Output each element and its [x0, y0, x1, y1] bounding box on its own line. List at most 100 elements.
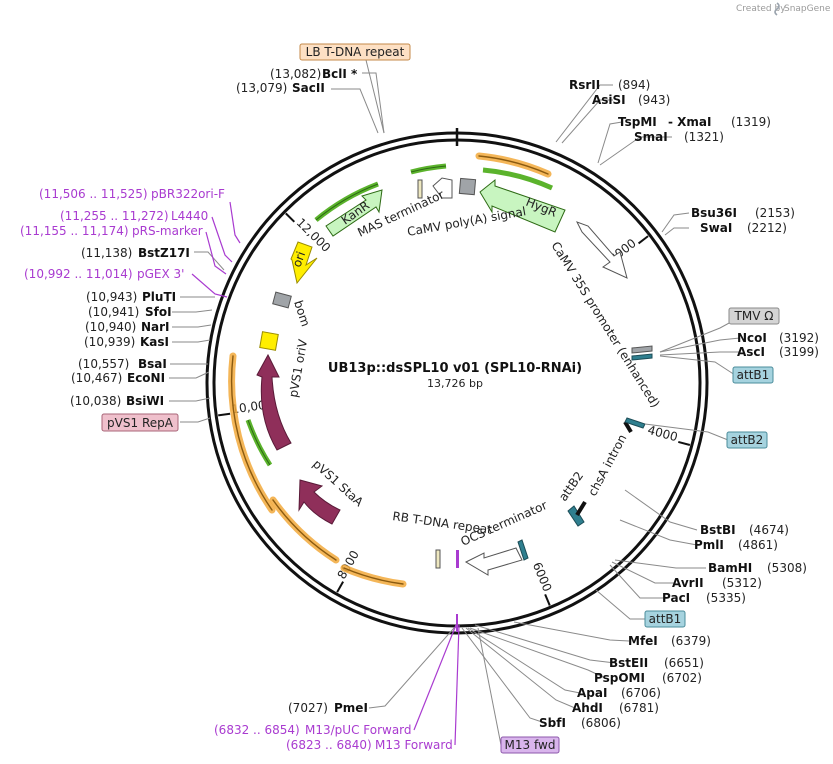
tick-mark — [678, 440, 691, 446]
enzyme-label[interactable]: (13,082)BclI * — [270, 67, 358, 81]
svg-text:(10,941): (10,941) — [88, 305, 139, 319]
pvs1-repa-box[interactable]: pVS1 RepA — [101, 413, 179, 432]
svg-text:Bsu36I: Bsu36I — [691, 206, 737, 220]
enzyme-label[interactable]: AscI(3199) — [737, 345, 819, 359]
svg-text:(3199): (3199) — [779, 345, 819, 359]
enzyme-label[interactable]: (10,941) SfoI — [88, 305, 172, 319]
primer-label[interactable]: (6823 .. 6840)M13 Forward — [286, 738, 453, 752]
enzyme-label[interactable]: (10,939)KasI — [84, 335, 169, 349]
feature-ocs-terminator-arrow[interactable] — [464, 547, 523, 576]
feature-attb1-top-mark[interactable] — [631, 345, 653, 361]
svg-text:attB2: attB2 — [731, 433, 764, 447]
svg-text:M13/pUC Forward: M13/pUC Forward — [305, 723, 412, 737]
enzyme-label[interactable]: (10,943) PluTI — [86, 290, 176, 304]
svg-text:(10,467): (10,467) — [71, 371, 122, 385]
tick-mark — [285, 212, 296, 223]
enzyme-label[interactable]: BamHI(5308) — [708, 561, 807, 575]
feature-rb-tdna-block[interactable] — [435, 549, 441, 569]
feature-chsa-marks[interactable] — [567, 417, 646, 527]
enzyme-label[interactable]: (13,079)SacII — [236, 81, 325, 95]
svg-text:pGEX 3': pGEX 3' — [137, 267, 184, 281]
attb2-box[interactable]: attB2 — [726, 431, 768, 449]
enzyme-label[interactable]: AhdI(6781) — [572, 701, 659, 715]
tick-mark — [544, 593, 551, 606]
feature-camv35s-arrow[interactable] — [575, 221, 628, 279]
svg-text:PmlI: PmlI — [694, 538, 724, 552]
feature-pvs1-repa-arrow[interactable] — [256, 353, 292, 451]
enzyme-label[interactable]: SbfI(6806) — [539, 716, 621, 730]
svg-text:PluTI: PluTI — [142, 290, 176, 304]
feature-orange-arcs[interactable] — [228, 152, 552, 588]
svg-text:TMV Ω: TMV Ω — [734, 309, 774, 323]
svg-text:(10,038): (10,038) — [70, 394, 121, 408]
svg-text:TspMI: TspMI — [618, 115, 657, 129]
primer-label[interactable]: (10,992 .. 11,014)pGEX 3' — [24, 267, 184, 281]
svg-text:EcoNI: EcoNI — [127, 371, 165, 385]
primer-label[interactable]: (11,155 .. 11,174)pRS-marker — [20, 224, 203, 238]
tick-label: 6000 — [530, 560, 555, 594]
enzyme-label[interactable]: AsiSI(943) — [592, 93, 670, 107]
enzyme-label[interactable]: (10,038)BsiWI — [70, 394, 164, 408]
primer-label[interactable]: (11,506 .. 11,525)pBR322ori-F — [39, 187, 225, 201]
enzyme-label[interactable]: TspMI — [618, 115, 657, 129]
svg-text:(1319): (1319) — [731, 115, 771, 129]
tmv-box[interactable]: TMV Ω — [728, 307, 780, 325]
svg-text:(3192): (3192) — [779, 331, 819, 345]
enzyme-label[interactable]: (7027)PmeI — [288, 701, 368, 715]
enzyme-label[interactable]: - XmaI(1319) — [668, 115, 771, 129]
svg-text:PmeI: PmeI — [334, 701, 368, 715]
svg-text:KasI: KasI — [140, 335, 169, 349]
svg-text:(6379): (6379) — [671, 634, 711, 648]
feature-mas-terminator-block[interactable] — [417, 179, 423, 199]
feature-green-arcs[interactable] — [245, 163, 554, 467]
svg-text:(6823 .. 6840): (6823 .. 6840) — [286, 738, 372, 752]
enzyme-label[interactable]: ApaI(6706) — [577, 686, 661, 700]
svg-text:BclI *: BclI * — [322, 67, 358, 81]
feature-polya-arrow[interactable] — [432, 177, 453, 199]
enzyme-label[interactable]: (10,940)NarI — [85, 320, 170, 334]
attb1-top-box[interactable]: attB1 — [732, 366, 774, 384]
enzyme-label[interactable]: (11,138)BstZ17I — [81, 246, 190, 260]
svg-text:PacI: PacI — [662, 591, 690, 605]
primer-label[interactable]: (6832 .. 6854)M13/pUC Forward — [214, 723, 412, 737]
svg-text:(1321): (1321) — [684, 130, 724, 144]
feature-primer-mark-bottom[interactable] — [456, 550, 459, 568]
primer-labels: (11,506 .. 11,525)pBR322ori-F (11,255 ..… — [20, 187, 453, 752]
svg-text:L4440: L4440 — [171, 209, 208, 223]
feature-ori[interactable]: ori — [290, 241, 318, 285]
primer-label[interactable]: (11,255 .. 11,272)L4440 — [60, 209, 208, 223]
svg-text:pRS-marker: pRS-marker — [132, 224, 203, 238]
svg-text:ApaI: ApaI — [577, 686, 607, 700]
feature-grey-block-top[interactable] — [458, 177, 477, 196]
enzyme-label[interactable]: BstBI (4674) — [700, 523, 789, 537]
enzyme-label[interactable]: BstEII(6651) — [609, 656, 704, 670]
svg-text:(4861): (4861) — [738, 538, 778, 552]
enzyme-label[interactable]: PmlI (4861) — [694, 538, 778, 552]
svg-text:SfoI: SfoI — [145, 305, 172, 319]
enzyme-label[interactable]: PspOMI(6702) — [594, 671, 702, 685]
enzyme-label[interactable]: SmaI(1321) — [634, 130, 724, 144]
feature-bom[interactable]: bom — [272, 291, 313, 329]
enzyme-label[interactable]: AvrII(5312) — [672, 576, 762, 590]
enzyme-label[interactable]: Bsu36I(2153) — [691, 206, 795, 220]
enzyme-label[interactable]: RsrII(894) — [569, 78, 650, 92]
enzyme-label[interactable]: SwaI(2212) — [700, 221, 787, 235]
enzyme-label[interactable]: MfeI (6379) — [628, 634, 711, 648]
m13-fwd-box[interactable]: M13 fwd — [500, 736, 560, 754]
enzyme-label[interactable]: (10,467) EcoNI — [71, 371, 165, 385]
svg-text:AsiSI: AsiSI — [592, 93, 626, 107]
svg-text:(6781): (6781) — [619, 701, 659, 715]
svg-text:(10,943): (10,943) — [86, 290, 137, 304]
enzyme-label[interactable]: NcoI(3192) — [737, 331, 819, 345]
feature-pvs1-staa-arrow[interactable]: pVS1 StaA — [298, 457, 367, 525]
svg-text:(4674): (4674) — [749, 523, 789, 537]
feature-attb-bottom[interactable] — [517, 539, 529, 561]
enzyme-label[interactable]: PacI(5335) — [662, 591, 746, 605]
svg-text:MfeI: MfeI — [628, 634, 658, 648]
svg-text:BstBI: BstBI — [700, 523, 736, 537]
enzyme-label[interactable]: (10,557)BsaI — [78, 357, 167, 371]
bom-label: bom — [291, 299, 313, 329]
attb1-bottom-box[interactable]: attB1 — [644, 610, 686, 628]
lb-tdna-box[interactable]: LB T-DNA repeat — [299, 43, 411, 61]
pvs1-oriv-label: pVS1 oriV — [286, 337, 310, 398]
